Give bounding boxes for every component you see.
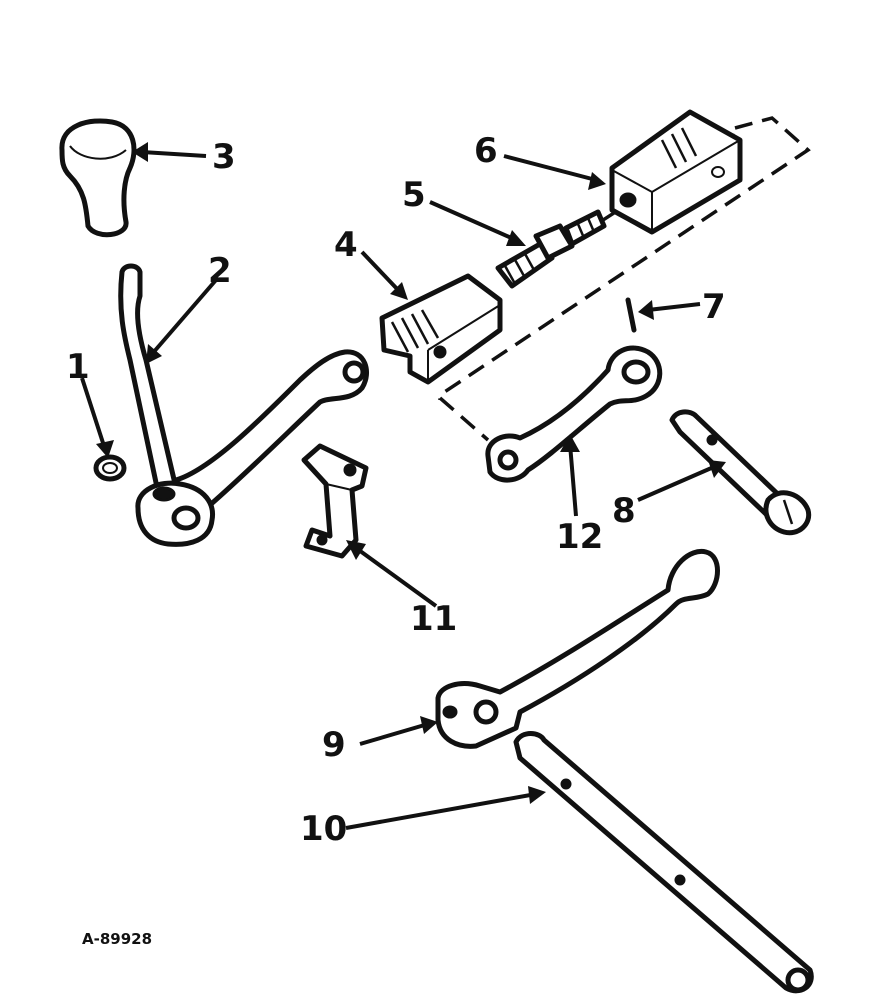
part-shaft <box>513 731 814 994</box>
callout-4: 4 <box>334 225 358 265</box>
leader-lines <box>80 142 726 830</box>
part-link-arm <box>485 345 663 483</box>
callout-10: 10 <box>300 809 347 849</box>
part-clevis <box>379 273 503 385</box>
callout-11: 11 <box>410 599 457 639</box>
part-knob <box>59 118 137 238</box>
callout-12: 12 <box>556 517 603 557</box>
figure-id: A-89928 <box>82 930 152 948</box>
callout-5: 5 <box>402 175 426 215</box>
part-pin <box>625 297 637 333</box>
part-yoke-block <box>609 109 743 235</box>
part-shift-lever <box>118 263 369 547</box>
part-clevis-pin <box>669 409 812 536</box>
part-threaded-stud <box>495 209 607 289</box>
part-bracket <box>301 443 369 559</box>
callout-6: 6 <box>474 131 498 171</box>
callout-3: 3 <box>212 137 236 177</box>
callout-labels: 1 2 3 4 5 6 7 8 9 10 11 12 <box>66 131 726 849</box>
part-fork-arm <box>435 548 720 749</box>
part-ring <box>93 454 127 482</box>
callout-1: 1 <box>66 347 90 387</box>
callout-2: 2 <box>208 251 232 291</box>
callout-7: 7 <box>702 287 726 327</box>
callout-9: 9 <box>322 725 346 765</box>
callout-8: 8 <box>612 491 636 531</box>
